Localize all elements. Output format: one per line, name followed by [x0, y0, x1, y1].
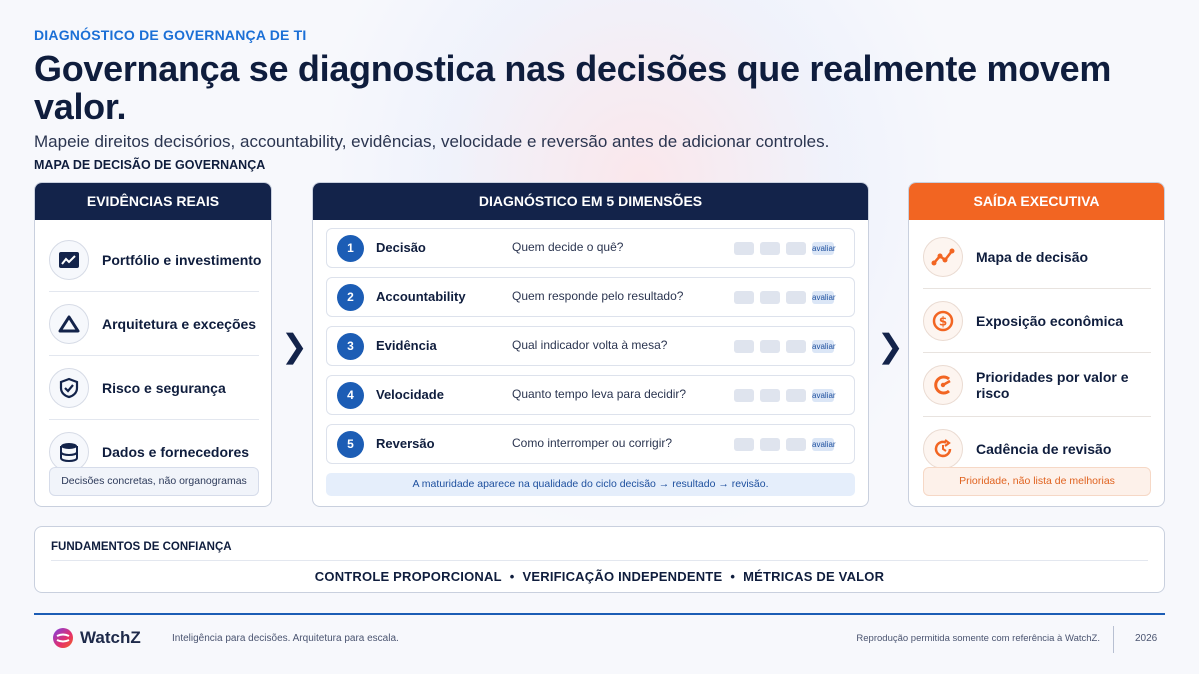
executive-output-panel: SAÍDA EXECUTIVA Mapa de decisão $ Exposi…	[908, 182, 1165, 507]
evidence-item-architecture: Arquitetura e exceções	[49, 292, 259, 356]
database-icon	[49, 432, 89, 472]
portfolio-chart-icon	[49, 240, 89, 280]
evaluate-tag[interactable]: avaliar	[812, 242, 836, 255]
priority-gauge-icon	[923, 365, 963, 405]
rating-slot[interactable]	[760, 389, 780, 402]
rating-slot[interactable]	[786, 242, 806, 255]
foundation-item: CONTROLE PROPORCIONAL	[314, 569, 502, 584]
dimension-question: Como interromper ou corrigir?	[512, 436, 673, 450]
rating-slot[interactable]	[734, 291, 754, 304]
output-item-economic-exposure: $ Exposição econômica	[923, 289, 1151, 353]
evidence-item-label: Dados e fornecedores	[102, 444, 250, 460]
output-item-review-cadence: Cadência de revisão	[923, 417, 1151, 481]
rating-slot[interactable]	[786, 340, 806, 353]
rating-slot[interactable]	[760, 340, 780, 353]
rating-slot[interactable]	[760, 438, 780, 451]
rating-slot[interactable]	[760, 242, 780, 255]
map-label: MAPA DE DECISÃO DE GOVERNANÇA	[34, 158, 266, 172]
evidence-item-portfolio: Portfólio e investimento	[49, 228, 262, 292]
evidence-panel-header: EVIDÊNCIAS REAIS	[35, 183, 271, 220]
page-subtitle: Mapeie direitos decisórios, accountabili…	[34, 132, 830, 151]
evaluate-tag[interactable]: avaliar	[812, 389, 836, 402]
rating-slot[interactable]	[760, 291, 780, 304]
footer-separator	[1113, 626, 1114, 653]
evidence-note: Decisões concretas, não organogramas	[49, 467, 259, 496]
flow-arrow-left: ❯	[281, 328, 308, 364]
dimension-row: 2 Accountability Quem responde pelo resu…	[326, 277, 855, 317]
output-item-decision-map: Mapa de decisão	[923, 225, 1151, 289]
output-item-label: Prioridades por valor e risco	[976, 369, 1129, 401]
diagnosis-panel: DIAGNÓSTICO EM 5 DIMENSÕES 1 Decisão Que…	[312, 182, 869, 507]
rating-slot[interactable]	[734, 340, 754, 353]
dimension-number: 1	[337, 235, 364, 262]
dimension-row: 4 Velocidade Quanto tempo leva para deci…	[326, 375, 855, 415]
dimension-question: Quem responde pelo resultado?	[512, 289, 684, 303]
evidence-panel: EVIDÊNCIAS REAIS Portfólio e investiment…	[34, 182, 272, 507]
rating-slot[interactable]	[734, 389, 754, 402]
executive-output-header: SAÍDA EXECUTIVA	[909, 183, 1164, 220]
output-item-label: Exposição econômica	[976, 313, 1124, 329]
rating-slot[interactable]	[786, 291, 806, 304]
foundation-item: MÉTRICAS DE VALOR	[743, 569, 885, 584]
flow-arrow-right: ❯	[877, 328, 904, 364]
diagnosis-panel-header: DIAGNÓSTICO EM 5 DIMENSÕES	[313, 183, 868, 220]
dimension-number: 3	[337, 333, 364, 360]
shield-check-icon	[49, 368, 89, 408]
footer-tagline: Inteligência para decisões. Arquitetura …	[172, 633, 399, 644]
separator-dot: •	[509, 569, 515, 584]
maturity-note: A maturidade aparece na qualidade do cic…	[326, 473, 855, 496]
decision-map-icon	[923, 237, 963, 277]
kicker: DIAGNÓSTICO DE GOVERNANÇA DE TI	[34, 27, 307, 43]
output-item-priorities: Prioridades por valor e risco	[923, 353, 1151, 417]
evaluate-tag[interactable]: avaliar	[812, 291, 836, 304]
dimension-number: 4	[337, 382, 364, 409]
footer-divider	[34, 613, 1165, 615]
foundation-item: VERIFICAÇÃO INDEPENDENTE	[522, 569, 723, 584]
priority-note: Prioridade, não lista de melhorias	[923, 467, 1151, 496]
dimension-question: Qual indicador volta à mesa?	[512, 338, 668, 352]
dimension-name: Decisão	[376, 240, 426, 255]
evidence-item-risk: Risco e segurança	[49, 356, 259, 420]
dimension-number: 5	[337, 431, 364, 458]
page-title: Governança se diagnostica nas decisões q…	[34, 48, 1112, 127]
dimension-name: Velocidade	[376, 387, 444, 402]
output-item-label: Cadência de revisão	[976, 441, 1112, 457]
foundations-list: CONTROLE PROPORCIONAL • VERIFICAÇÃO INDEPE…	[35, 569, 1164, 584]
dimension-question: Quanto tempo leva para decidir?	[512, 387, 687, 401]
evidence-item-data: Dados e fornecedores	[49, 420, 259, 484]
evidence-item-label: Arquitetura e exceções	[102, 316, 257, 332]
rating-slot[interactable]	[786, 389, 806, 402]
dimension-row: 1 Decisão Quem decide o quê? avaliar	[326, 228, 855, 268]
rating-slot[interactable]	[786, 438, 806, 451]
architecture-triangle-icon	[49, 304, 89, 344]
evidence-item-label: Portfólio e investimento	[102, 252, 262, 268]
separator-dot: •	[730, 569, 736, 584]
watchz-logo: WatchZ	[52, 627, 141, 649]
reproduction-notice: Reprodução permitida somente com referên…	[856, 633, 1100, 644]
evaluate-tag[interactable]: avaliar	[812, 340, 836, 353]
dollar-coin-icon: $	[923, 301, 963, 341]
dimension-number: 2	[337, 284, 364, 311]
brand-name: WatchZ	[80, 628, 141, 647]
foundations-title: FUNDAMENTOS DE CONFIANÇA	[51, 541, 232, 553]
rating-slot[interactable]	[734, 438, 754, 451]
evidence-item-label: Risco e segurança	[102, 380, 226, 396]
dimension-row: 5 Reversão Como interromper ou corrigir?…	[326, 424, 855, 464]
watchz-logo-mark-icon	[53, 628, 73, 648]
trust-foundations: FUNDAMENTOS DE CONFIANÇA CONTROLE PROPOR…	[34, 526, 1165, 593]
svg-text:$: $	[939, 315, 947, 329]
dimension-question: Quem decide o quê?	[512, 240, 624, 254]
output-item-label: Mapa de decisão	[976, 249, 1089, 265]
rating-slot[interactable]	[734, 242, 754, 255]
footer-year: 2026	[1135, 633, 1158, 644]
evaluate-tag[interactable]: avaliar	[812, 438, 836, 451]
foundations-divider	[51, 560, 1148, 561]
dimension-row: 3 Evidência Qual indicador volta à mesa?…	[326, 326, 855, 366]
dimension-name: Accountability	[376, 289, 466, 304]
dimension-name: Reversão	[376, 436, 435, 451]
dimension-name: Evidência	[376, 338, 437, 353]
review-cycle-icon	[923, 429, 963, 469]
